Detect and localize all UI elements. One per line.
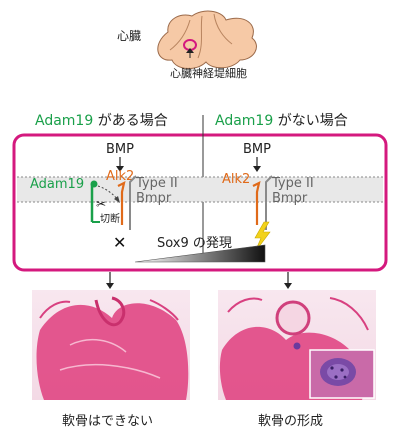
sox9-expression-label: Sox9 の発現 — [157, 236, 232, 251]
right-condition-heading: Adam19 がない場合 — [215, 113, 348, 129]
histology-image-right — [218, 290, 376, 400]
left-adam19-label: Adam19 — [30, 177, 84, 192]
right-type2-receptor — [265, 175, 273, 230]
left-result-caption: 軟骨はできない — [62, 413, 153, 429]
left-alk2-label: Alk2 — [106, 169, 134, 184]
right-type2-label: Type II — [271, 176, 314, 191]
left-bmp-label: BMP — [106, 142, 134, 157]
left-condition-gene: Adam19 — [35, 113, 93, 129]
sox9-expression-gradient — [134, 244, 266, 263]
right-result-caption: 軟骨の形成 — [258, 413, 323, 429]
cell-membrane-band — [17, 177, 383, 202]
left-type2-receptor — [129, 175, 137, 230]
right-bmp-arrowhead — [253, 166, 261, 172]
right-condition-gene: Adam19 — [215, 113, 273, 129]
left-cleavage-label: 切断 — [100, 212, 120, 225]
mechanism-frame — [12, 133, 388, 272]
right-bmpr-label: Bmpr — [272, 191, 308, 206]
left-bmp-arrowhead — [116, 166, 124, 172]
right-alk2-label: Alk2 — [222, 172, 250, 187]
blocked-signal-mark: ✕ — [113, 233, 126, 252]
left-bmpr-label: Bmpr — [136, 191, 172, 206]
right-condition-suffix: がない場合 — [273, 113, 347, 129]
heart-icon — [157, 10, 257, 69]
left-condition-heading: Adam19 がある場合 — [35, 113, 168, 129]
left-result-arrowhead — [106, 283, 114, 289]
region-pointer-arrowhead — [186, 48, 194, 53]
lightning-icon — [254, 221, 271, 253]
heart-title: 心臓 — [117, 29, 141, 43]
right-alk2-receptor — [252, 180, 261, 225]
histology-image-left — [32, 290, 190, 400]
right-result-arrowhead — [284, 283, 292, 289]
heart-region-label: 心臓神経堤細胞 — [170, 66, 247, 80]
left-alk2-receptor — [117, 180, 126, 225]
right-bmp-label: BMP — [243, 142, 271, 157]
left-type2-label: Type II — [135, 176, 178, 191]
cleavage-arrowhead — [114, 196, 120, 203]
left-condition-suffix: がある場合 — [93, 113, 167, 129]
adam19-head — [90, 180, 98, 188]
cleavage-dotted-arrow — [97, 185, 119, 201]
scissors-icon: ✂ — [96, 197, 106, 211]
